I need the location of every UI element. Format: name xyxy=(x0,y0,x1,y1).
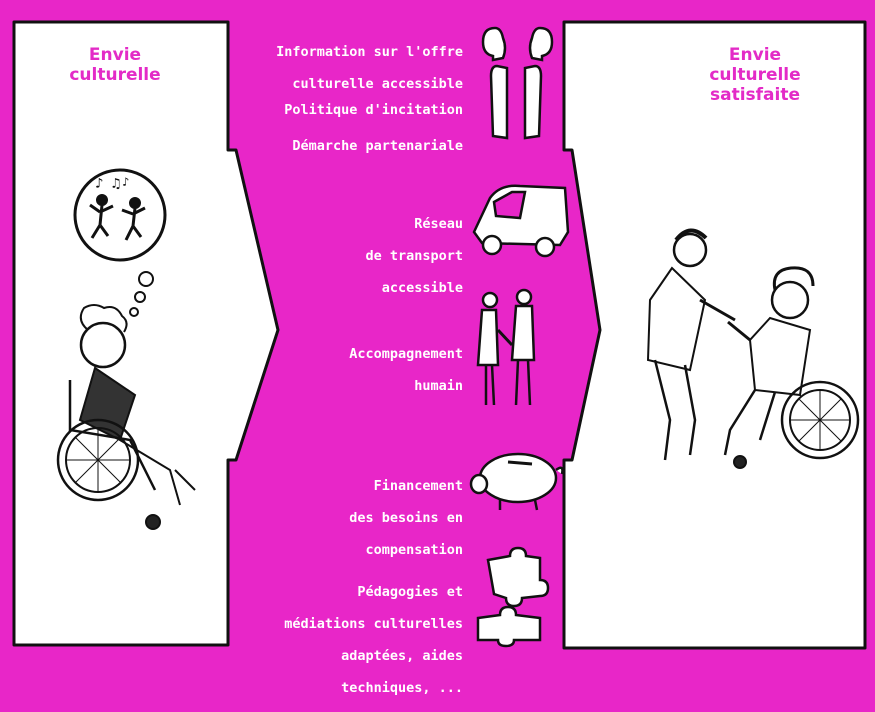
two-faces-icon xyxy=(483,28,552,138)
svg-text:♪ ♫: ♪ ♫ xyxy=(95,176,120,192)
right-panel xyxy=(564,22,865,648)
factor-line: Politique d'incitation xyxy=(223,102,463,118)
factor-line: Démarche partenariale xyxy=(223,138,463,154)
factor-line: médiations culturelles xyxy=(203,616,463,632)
factor-line: adaptées, aides xyxy=(203,648,463,664)
factor-pedagogies: Pédagogies et médiations culturelles ada… xyxy=(203,568,463,712)
factor-accompagnement: Accompagnement humain xyxy=(223,330,463,410)
right-panel-title: Envie culturelle satisfaite xyxy=(680,45,830,105)
left-panel-title: Envie culturelle xyxy=(40,45,190,85)
two-people-icon xyxy=(478,290,534,405)
left-title-line1: Envie xyxy=(40,45,190,65)
factor-line: de transport xyxy=(223,248,463,264)
factor-line: compensation xyxy=(223,542,463,558)
factor-line: des besoins en xyxy=(223,510,463,526)
factor-line: Réseau xyxy=(223,216,463,232)
factor-line: humain xyxy=(223,378,463,394)
puzzle-pieces-icon xyxy=(478,548,548,646)
factor-transport: Réseau de transport accessible xyxy=(223,200,463,312)
factor-line: Accompagnement xyxy=(223,346,463,362)
factor-line: Pédagogies et xyxy=(203,584,463,600)
right-title-line1: Envie xyxy=(680,45,830,65)
left-title-line2: culturelle xyxy=(40,65,190,85)
factor-financement: Financement des besoins en compensation xyxy=(223,462,463,574)
factor-line: accessible xyxy=(223,280,463,296)
factor-line: Information sur l'offre xyxy=(223,44,463,60)
piggy-bank-icon xyxy=(471,454,562,510)
svg-text:♪: ♪ xyxy=(122,175,129,189)
factor-line: Financement xyxy=(223,478,463,494)
right-title-line2: culturelle xyxy=(680,65,830,85)
van-icon xyxy=(474,186,568,256)
right-title-line3: satisfaite xyxy=(680,85,830,105)
factor-partenariale: Démarche partenariale xyxy=(223,122,463,170)
factor-line: techniques, ... xyxy=(203,680,463,696)
